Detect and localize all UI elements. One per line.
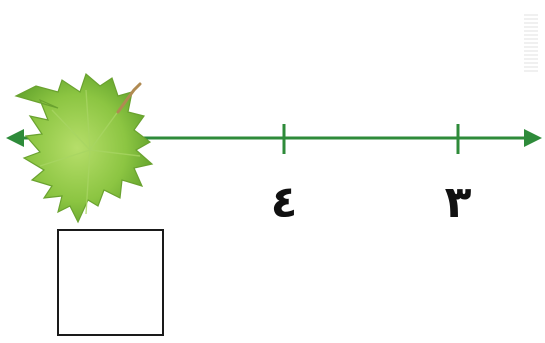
answer-box[interactable] [57, 229, 164, 336]
right-arrowhead [524, 129, 542, 147]
watermark [524, 14, 538, 72]
tick-label-four: ٤ [270, 177, 298, 228]
tick-label-three: ٣ [444, 177, 472, 228]
maple-leaf-icon [14, 72, 154, 224]
left-arrowhead [6, 129, 24, 147]
